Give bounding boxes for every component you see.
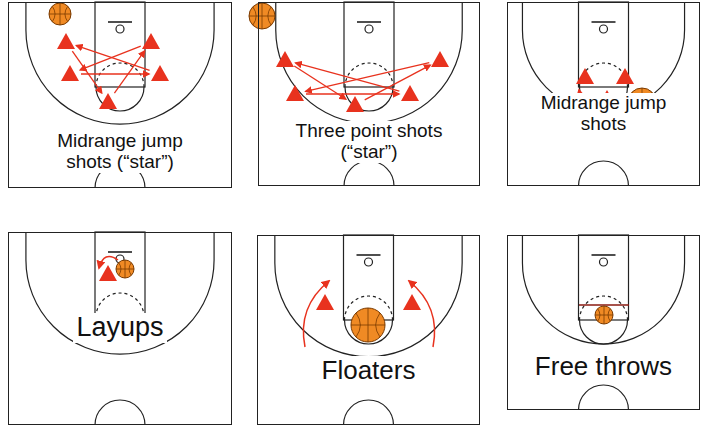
drill-label: Midrange jump shots (“star”) <box>42 131 198 173</box>
center-circle <box>344 161 394 186</box>
cone <box>431 51 449 67</box>
cone <box>99 93 117 109</box>
drill-panel: Layups <box>8 232 232 425</box>
hoop <box>600 258 608 266</box>
half-court <box>522 2 684 186</box>
cone <box>403 294 421 310</box>
basketball <box>351 308 385 342</box>
backboard <box>108 251 132 253</box>
hoop <box>365 25 373 33</box>
drill-path <box>72 51 101 93</box>
drill-panel: Three point shots (“star”) <box>258 2 480 186</box>
drill-path <box>409 281 435 347</box>
drill-path <box>114 51 144 93</box>
drill-label: Floaters <box>319 356 419 385</box>
hoop <box>365 258 373 266</box>
cone <box>276 51 294 67</box>
basketball <box>116 260 134 278</box>
cone <box>576 68 594 84</box>
free-throw-circle <box>96 87 144 111</box>
backboard <box>592 254 616 256</box>
half-court <box>26 2 214 188</box>
drill-label: Midrange jump shots <box>526 93 682 135</box>
cone <box>61 65 79 81</box>
center-circle <box>344 400 394 425</box>
drill-panel: Floaters <box>257 235 480 425</box>
backboard <box>592 21 616 23</box>
three-point-line <box>275 235 462 357</box>
basketball <box>249 3 275 29</box>
cone <box>142 33 160 49</box>
three-point-line <box>26 2 214 124</box>
ball-seams <box>351 308 385 342</box>
drill-label: Free throws <box>532 352 675 381</box>
drill-label: Three point shots (“star”) <box>266 121 472 163</box>
lane <box>344 235 394 320</box>
hoop <box>116 25 124 33</box>
drill-panel: Midrange jump shots <box>507 2 700 186</box>
cone <box>616 68 634 84</box>
drill-path <box>303 281 329 347</box>
half-court <box>522 235 684 410</box>
cone <box>401 85 419 101</box>
three-point-line <box>522 235 684 344</box>
backboard <box>357 254 381 256</box>
drill-panel: Free throws <box>507 235 700 410</box>
basketball <box>49 3 71 25</box>
center-circle <box>95 400 145 425</box>
drill-panel: Midrange jump shots (“star”) <box>8 2 232 188</box>
three-point-line <box>26 232 214 354</box>
free-throw-circle <box>345 87 393 111</box>
cone <box>286 85 304 101</box>
half-court <box>26 232 214 425</box>
drill-path <box>296 63 400 91</box>
drill-path <box>81 73 149 74</box>
cone <box>99 265 117 281</box>
three-point-line <box>276 2 462 123</box>
half-court <box>275 235 462 425</box>
ball-seams <box>595 306 613 324</box>
cone <box>316 294 334 310</box>
center-circle <box>579 161 629 186</box>
drill-path <box>76 46 149 71</box>
backboard <box>108 21 132 23</box>
drill-path <box>306 93 399 94</box>
lane <box>95 232 145 317</box>
backboard <box>357 21 381 23</box>
cone <box>151 65 169 81</box>
basketball <box>595 306 613 324</box>
cone <box>57 33 75 49</box>
drill-label: Layups <box>73 313 166 343</box>
hoop <box>600 25 608 33</box>
cone <box>346 96 364 112</box>
ball-seams <box>249 3 275 29</box>
ball-seams <box>116 260 134 278</box>
lane <box>344 2 394 87</box>
center-circle <box>579 385 629 410</box>
ball-seams <box>49 3 71 25</box>
